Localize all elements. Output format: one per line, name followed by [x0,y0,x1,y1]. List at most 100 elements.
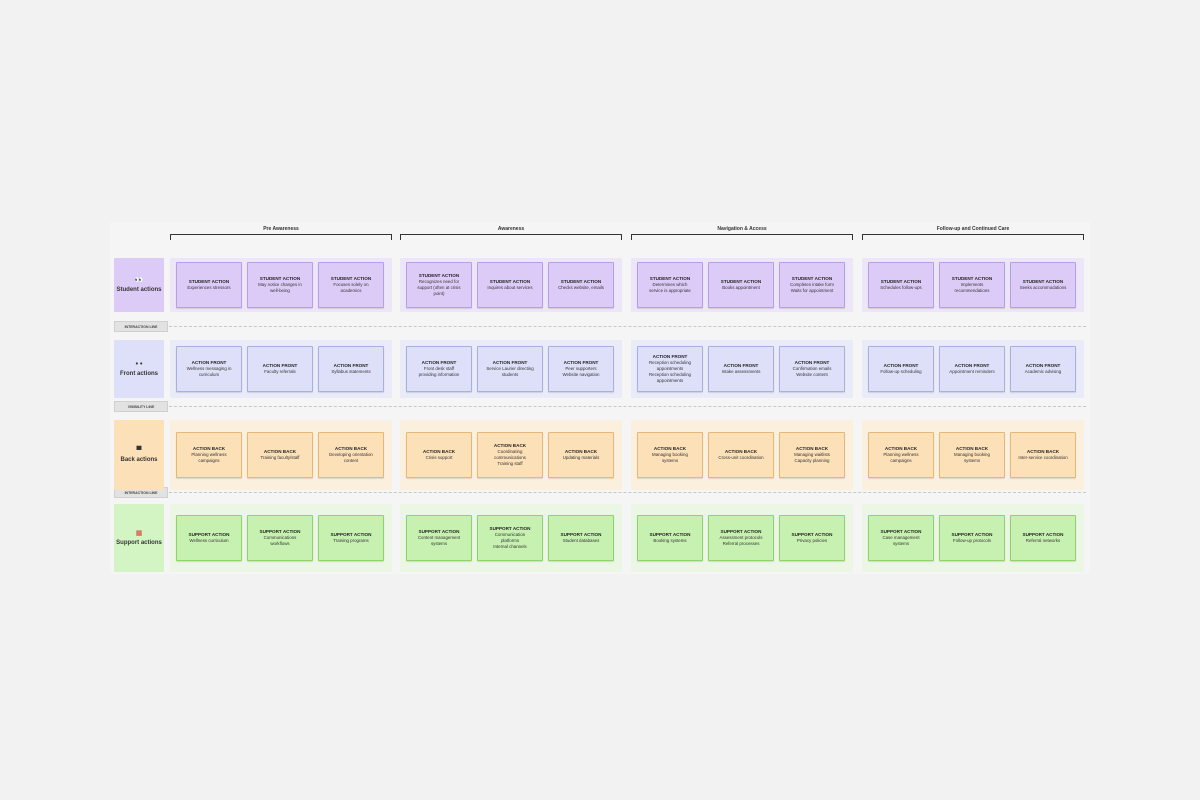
phase-bracket [170,234,392,240]
card-title: SUPPORT ACTION [951,532,993,537]
card-description: Seeks accommodations [1019,285,1067,290]
divider-line [114,492,1086,493]
card-title: STUDENT ACTION [560,279,602,284]
card-title: STUDENT ACTION [720,279,762,284]
row-label-text: Back actions [120,457,158,463]
card-title: ACTION BACK [493,443,527,448]
card-description: Front desk staff providing information [418,366,460,377]
phase-header: Follow-up and Continued Care [862,222,1084,242]
dots-icon: • • [135,361,143,368]
card-description: Planning wellness campaigns [191,452,227,463]
phase-label: Follow-up and Continued Care [936,226,1010,232]
card-title: ACTION FRONT [954,363,990,368]
card-title: ACTION FRONT [492,360,528,365]
row-label-text: Support actions [116,540,162,546]
card-description: Student databases [562,538,600,543]
card-title: STUDENT ACTION [880,279,922,284]
card-title: STUDENT ACTION [791,276,833,281]
card-title: ACTION BACK [1026,449,1060,454]
card-description: Faculty referrals [264,369,296,374]
card-description: Assessment protocols Referral processes [719,535,763,546]
card-description: Updating materials [562,455,600,460]
card-title: ACTION FRONT [1025,363,1061,368]
card-description: Books appointment [722,285,760,290]
card-description: Managing booking systems [954,452,990,463]
card-title: ACTION BACK [422,449,456,454]
card-description: Reception scheduling appointments Recept… [649,360,691,383]
card-description: Recognizes need for support (often at cr… [417,279,461,296]
card-title: ACTION BACK [263,449,297,454]
phase-bracket [862,234,1084,240]
card-title: SUPPORT ACTION [330,532,372,537]
card-description: Syllabus statements [331,369,371,374]
row-label-text: Student actions [116,287,162,293]
card-description: Case management systems [882,535,920,546]
card-description: Content management systems [417,535,461,546]
eyes-icon: 👀 [134,277,144,284]
card-title: ACTION BACK [795,446,829,451]
card-description: Wellness curriculum [189,538,229,543]
phase-label: Pre Awareness [263,226,299,232]
phase-bracket [631,234,853,240]
card-description: Coordinating communications Training sta… [494,449,526,466]
card-title: ACTION BACK [192,446,226,451]
card-title: SUPPORT ACTION [791,532,833,537]
card-title: STUDENT ACTION [188,279,230,284]
card-title: STUDENT ACTION [489,279,531,284]
card-description: Developing orientation content [329,452,373,463]
divider-tag: VISIBILITY LINE [114,401,168,412]
card-description: Cross-unit coordination [718,455,764,460]
card-description: Inter-service coordination [1018,455,1068,460]
card-description: Service Laurier directing students [486,366,534,377]
